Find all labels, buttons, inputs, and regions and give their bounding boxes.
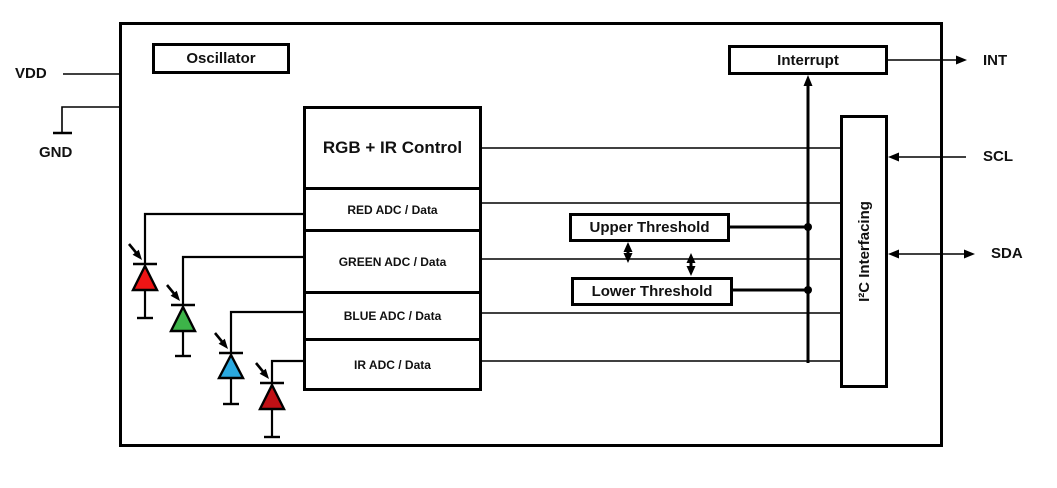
green-photodiode-wire	[181, 255, 306, 305]
oscillator-label: Oscillator	[186, 50, 256, 67]
i2c-interfacing-block: I²C Interfacing	[840, 115, 888, 388]
blue-light-arrowhead	[218, 338, 228, 349]
green-adc-row: GREEN ADC / Data	[306, 229, 479, 291]
red-photodiode-wire	[143, 212, 306, 264]
blue-adc-row: BLUE ADC / Data	[306, 291, 479, 338]
red-adc-row: RED ADC / Data	[306, 187, 479, 229]
scl-pin-label: SCL	[983, 148, 1013, 165]
upper-threshold-junction-dot	[804, 223, 812, 231]
i2c-label: I²C Interfacing	[855, 201, 873, 302]
arrowhead-up	[686, 253, 696, 263]
red-light-arrowhead	[132, 249, 142, 260]
green-photodiode	[165, 255, 306, 358]
interrupt-block: Interrupt	[728, 45, 888, 75]
ir-adc-row: IR ADC / Data	[306, 338, 479, 388]
gnd-wire	[61, 106, 120, 133]
upper-threshold-compare-arrow	[623, 242, 633, 263]
blue-photodiode	[213, 310, 306, 406]
int-arrowhead-right	[956, 55, 967, 65]
upper-threshold-block: Upper Threshold	[569, 213, 730, 242]
sda-arrowhead-right	[964, 249, 975, 259]
sda-arrowhead-left	[888, 249, 899, 259]
lower-threshold-block: Lower Threshold	[571, 277, 733, 306]
lower-threshold-compare-arrow	[686, 253, 696, 276]
control-title: RGB + IR Control	[322, 138, 463, 157]
arrowhead-down	[623, 253, 633, 263]
upper-threshold-label: Upper Threshold	[589, 219, 710, 236]
interrupt-label: Interrupt	[777, 51, 839, 69]
interrupt-arrowhead-up	[803, 75, 813, 86]
arrowhead-down	[686, 266, 696, 276]
scl-arrowhead-left	[888, 152, 899, 162]
lower-threshold-junction-dot	[804, 286, 812, 294]
rgb-ir-control-block: RGB + IR Control RED ADC / Data GREEN AD…	[303, 106, 482, 391]
oscillator-block: Oscillator	[152, 43, 290, 74]
ir-photodiode-wire	[270, 359, 306, 383]
vdd-pin-label: VDD	[15, 65, 47, 82]
blue-photodiode-wire	[229, 310, 306, 353]
ir-light-arrowhead	[259, 368, 269, 379]
chip-outline	[119, 22, 943, 447]
gnd-pin-label: GND	[39, 144, 73, 161]
ir-photodiode	[254, 359, 306, 439]
red-photodiode	[127, 212, 306, 320]
sda-pin-label: SDA	[991, 245, 1023, 262]
int-pin-label: INT	[983, 52, 1008, 69]
arrowhead-up	[623, 242, 633, 252]
lower-threshold-label: Lower Threshold	[591, 283, 713, 300]
green-light-arrowhead	[170, 290, 180, 301]
